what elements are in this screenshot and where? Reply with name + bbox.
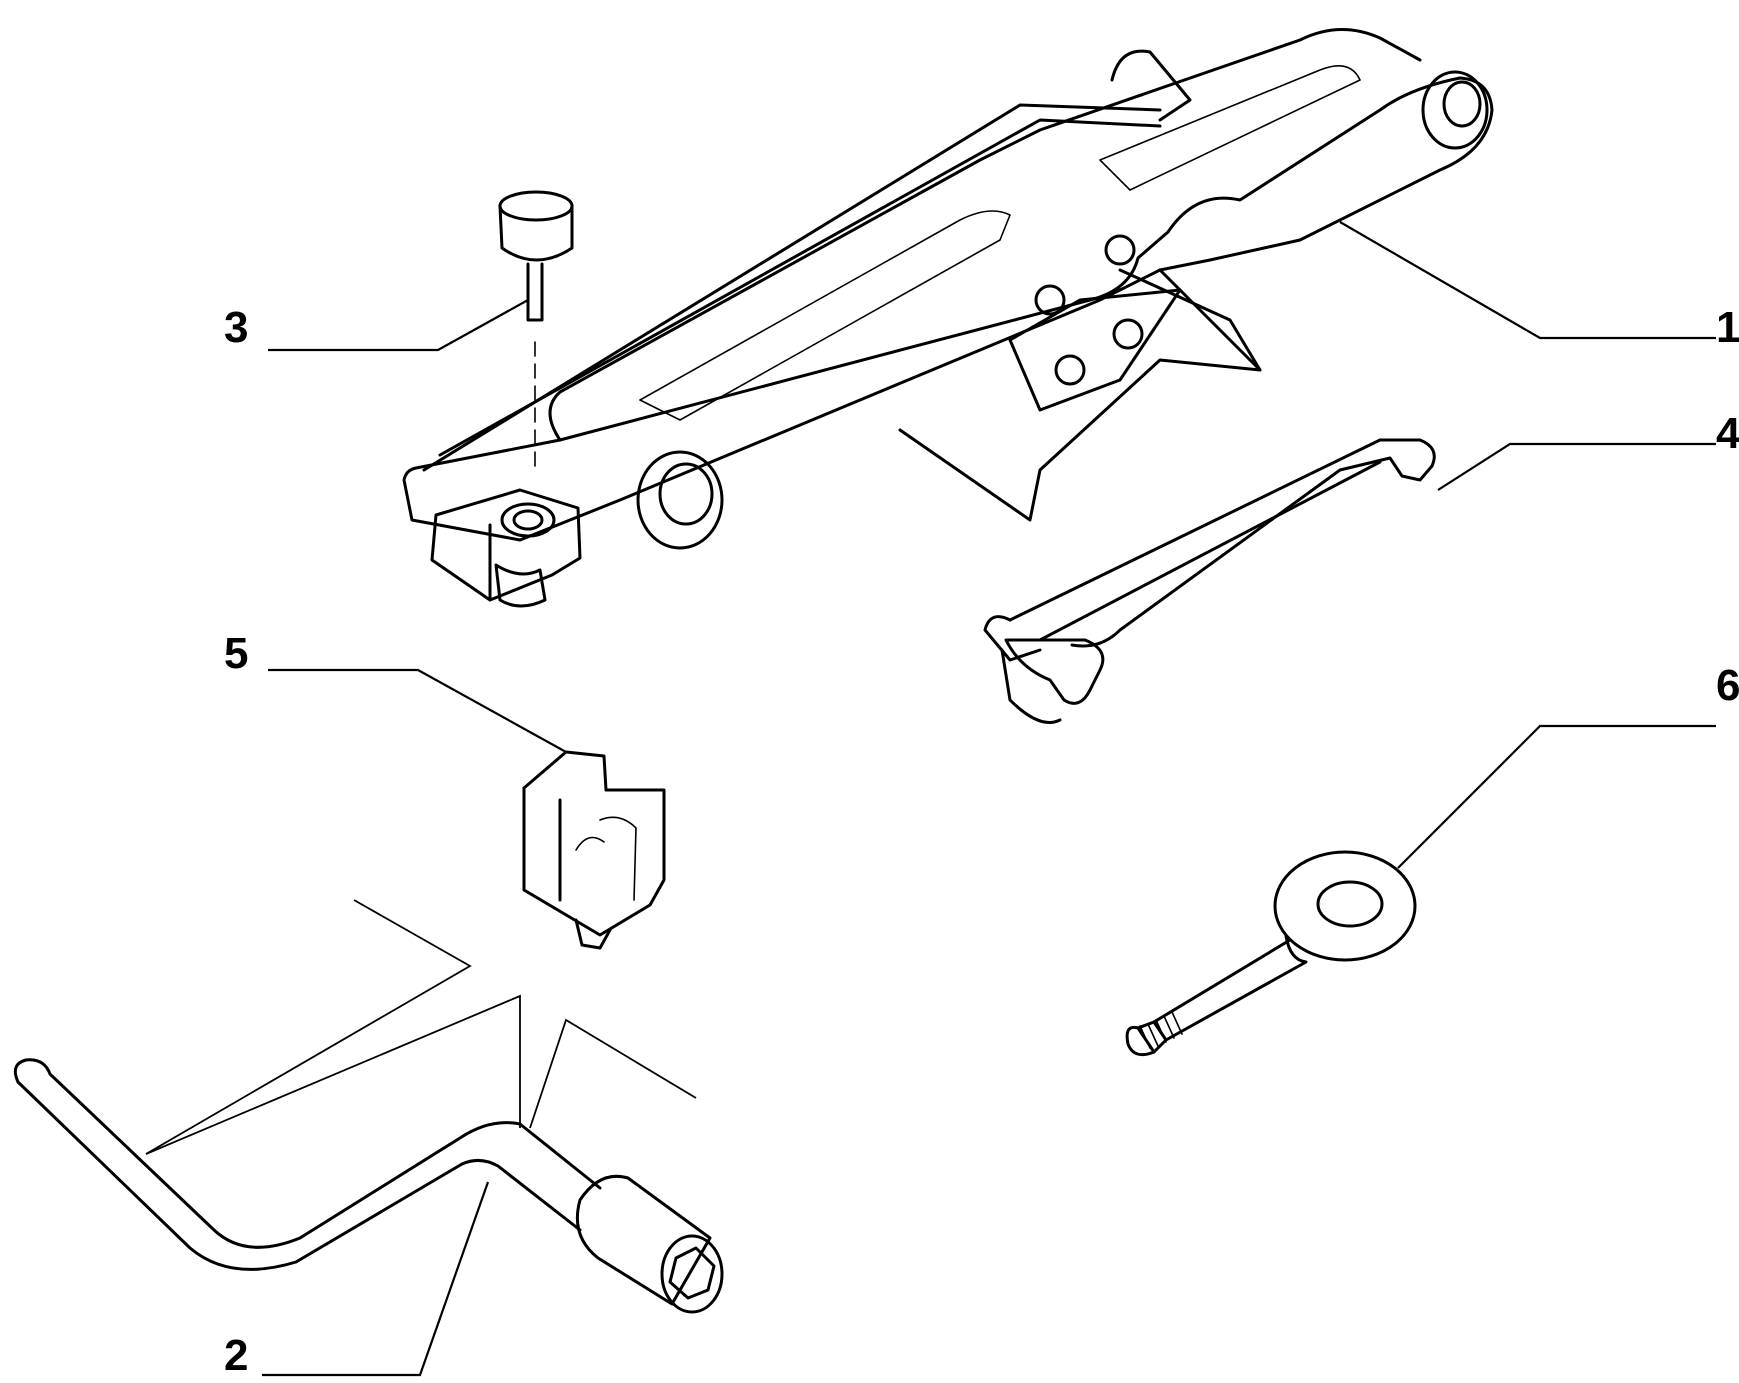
scissor-jack — [402, 28, 1494, 608]
leader-3 — [268, 299, 529, 352]
towing-eye — [1125, 850, 1417, 1057]
leader-lines — [262, 221, 1716, 1377]
callout-label-1: 1 — [1716, 303, 1739, 352]
callout-label-4: 4 — [1716, 409, 1739, 458]
callout-label-5: 5 — [224, 629, 249, 678]
callout-label-6: 6 — [1716, 661, 1739, 710]
leader-2 — [262, 1181, 490, 1377]
leader-4 — [1437, 442, 1716, 491]
leader-1 — [1339, 221, 1716, 340]
callout-label-2: 2 — [224, 1331, 249, 1380]
leader-5 — [268, 668, 567, 753]
callout-label-3: 3 — [224, 303, 249, 352]
wheel-brace — [13, 1058, 724, 1314]
locating-pin — [498, 190, 574, 471]
projection-lines — [145, 899, 697, 1155]
leader-6 — [1397, 724, 1716, 869]
retaining-clip — [522, 750, 666, 950]
jack-handle — [983, 438, 1436, 724]
